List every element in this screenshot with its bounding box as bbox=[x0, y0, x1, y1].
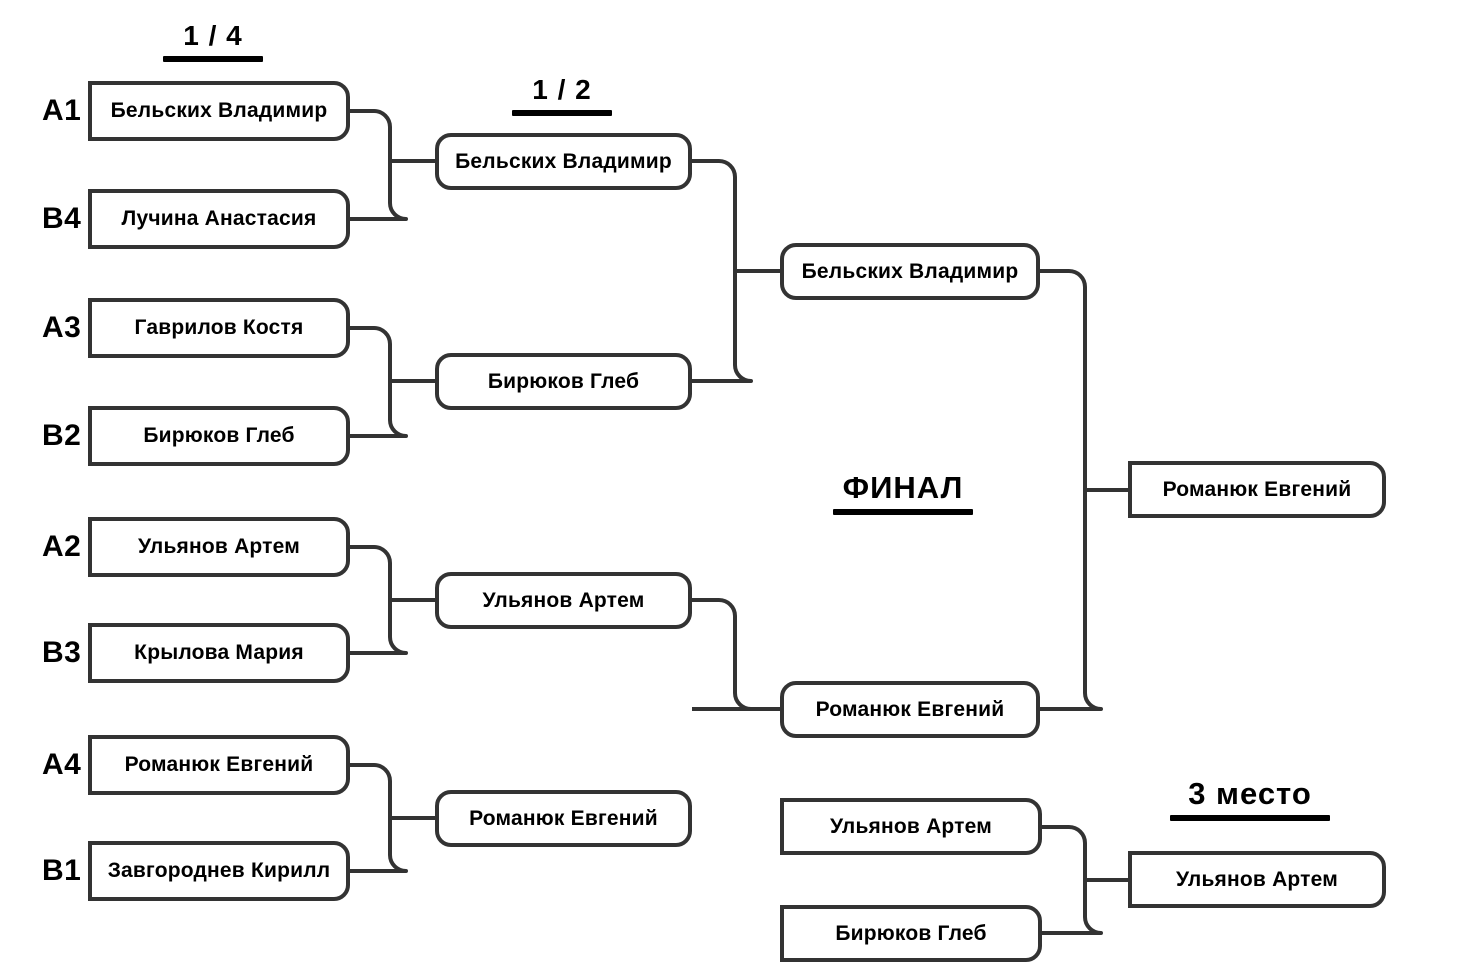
third-place-slot-1[interactable]: Ульянов Артем bbox=[780, 798, 1042, 855]
seed-label-a3: A3 bbox=[42, 311, 82, 344]
heading-quarterfinal-rule bbox=[163, 56, 263, 62]
seed-label-a4: A4 bbox=[42, 748, 82, 781]
match-slot-b2[interactable]: Бирюков Глеб bbox=[88, 406, 350, 466]
seed-label-a2: A2 bbox=[42, 530, 82, 563]
semifinal-slot-1[interactable]: Бельских Владимир bbox=[435, 133, 692, 190]
heading-semifinal-label: 1 / 2 bbox=[532, 74, 592, 105]
final-slot-1[interactable]: Бельских Владимир bbox=[780, 243, 1040, 300]
match-slot-b4[interactable]: Лучина Анастасия bbox=[88, 189, 350, 249]
match-slot-b1[interactable]: Завгороднев Кирилл bbox=[88, 841, 350, 901]
match-slot-a3[interactable]: Гаврилов Костя bbox=[88, 298, 350, 358]
seed-label-b2: B2 bbox=[42, 419, 82, 452]
semifinal-slot-2[interactable]: Бирюков Глеб bbox=[435, 353, 692, 410]
final-slot-2[interactable]: Романюк Евгений bbox=[780, 681, 1040, 738]
heading-final-rule bbox=[833, 509, 973, 515]
seed-label-b3: B3 bbox=[42, 636, 82, 669]
heading-final: ФИНАЛ bbox=[833, 472, 973, 515]
champion-slot[interactable]: Романюк Евгений bbox=[1128, 461, 1386, 518]
heading-third-place-label: 3 место bbox=[1188, 776, 1312, 811]
seed-label-b4: B4 bbox=[42, 202, 82, 235]
semifinal-slot-3[interactable]: Ульянов Артем bbox=[435, 572, 692, 629]
match-slot-a4[interactable]: Романюк Евгений bbox=[88, 735, 350, 795]
seed-label-a1: A1 bbox=[42, 94, 82, 127]
heading-semifinal: 1 / 2 bbox=[512, 76, 612, 116]
third-place-winner-slot[interactable]: Ульянов Артем bbox=[1128, 851, 1386, 908]
match-slot-a1[interactable]: Бельских Владимир bbox=[88, 81, 350, 141]
heading-final-label: ФИНАЛ bbox=[842, 470, 964, 505]
heading-third-place-rule bbox=[1170, 815, 1330, 821]
seed-label-b1: B1 bbox=[42, 854, 82, 887]
match-slot-a2[interactable]: Ульянов Артем bbox=[88, 517, 350, 577]
third-place-slot-2[interactable]: Бирюков Глеб bbox=[780, 905, 1042, 962]
match-slot-b3[interactable]: Крылова Мария bbox=[88, 623, 350, 683]
heading-quarterfinal-label: 1 / 4 bbox=[183, 20, 243, 51]
heading-semifinal-rule bbox=[512, 110, 612, 116]
heading-quarterfinal: 1 / 4 bbox=[163, 22, 263, 62]
semifinal-slot-4[interactable]: Романюк Евгений bbox=[435, 790, 692, 847]
heading-third-place: 3 место bbox=[1170, 778, 1330, 821]
